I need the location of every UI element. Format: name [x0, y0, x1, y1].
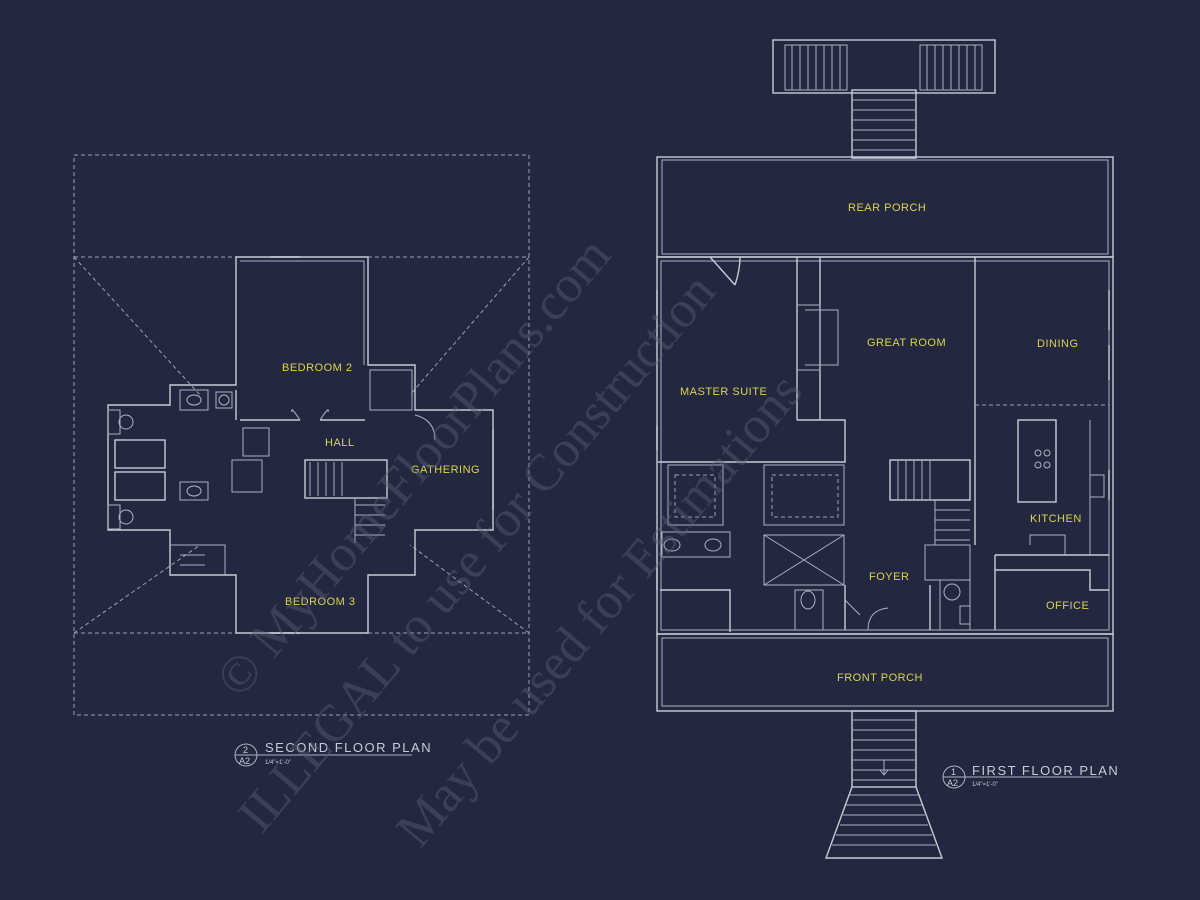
room-label-bedroom-2: BEDROOM 2	[282, 362, 353, 374]
second-floor-walls	[107, 256, 494, 634]
plan-scale-second-floor: 1/4"=1'-0"	[265, 760, 291, 766]
room-label-bedroom-3: BEDROOM 3	[285, 596, 356, 608]
plan-title-first-floor: FIRST FLOOR PLAN	[972, 763, 1119, 778]
room-label-master-suite: MASTER SUITE	[680, 386, 767, 398]
sheet-tag-number: 2	[243, 745, 248, 755]
room-label-foyer: FOYER	[869, 571, 909, 583]
plan-title-second-floor: SECOND FLOOR PLAN	[265, 740, 432, 755]
plan-scale-first-floor: 1/4"=1'-0"	[972, 782, 998, 788]
sheet-tag-number: 1	[951, 767, 956, 777]
second-floor-plan: BEDROOM 2 HALL GATHERING BEDROOM 3 2 A2 …	[73, 154, 530, 767]
room-label-office: OFFICE	[1046, 600, 1089, 612]
stair-landing	[304, 459, 388, 499]
kitchen-island	[1017, 419, 1057, 503]
room-label-front-porch: FRONT PORCH	[837, 672, 923, 684]
first-floor-plan: REAR PORCH GREAT ROOM DINING MASTER SUIT…	[656, 39, 1119, 859]
room-label-dining: DINING	[1037, 338, 1079, 350]
room-label-great-room: GREAT ROOM	[867, 337, 946, 349]
second-floor-title-block: 2 A2 SECOND FLOOR PLAN 1/4"=1'-0"	[234, 740, 432, 767]
room-label-hall: HALL	[325, 437, 355, 449]
roof-outline	[73, 154, 530, 716]
room-label-kitchen: KITCHEN	[1030, 513, 1082, 525]
room-label-gathering: GATHERING	[411, 464, 480, 476]
sheet-tag-sheet: A2	[239, 756, 250, 766]
room-label-rear-porch: REAR PORCH	[848, 202, 926, 214]
sheet-tag-sheet: A2	[947, 778, 958, 788]
watermark: © MyHomeFloorPlans.com ILLEGAL to use fo…	[206, 227, 814, 858]
front-porch	[656, 633, 1114, 859]
first-floor-title-block: 1 A2 FIRST FLOOR PLAN 1/4"=1'-0"	[942, 763, 1119, 789]
first-floor-walls	[656, 156, 1114, 635]
rear-deck-stairs	[772, 39, 996, 159]
